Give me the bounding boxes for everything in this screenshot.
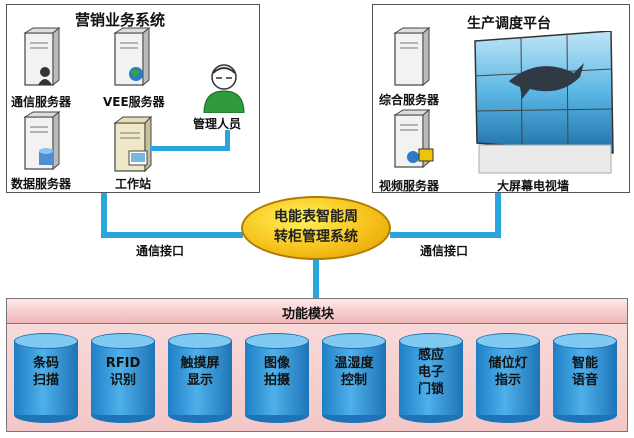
module-temperature-humidity-control: 温湿度控制 xyxy=(322,333,386,423)
central-management-system-label: 电能表智能周 转柜管理系统 xyxy=(241,207,391,247)
bottom-connector xyxy=(313,258,319,300)
vee-server-label: VEE服务器 xyxy=(103,95,165,109)
dispatch-platform-panel: 生产调度平台 综合服务器 视频服务器 大屏幕电视墙 xyxy=(372,4,630,193)
marketing-system-title: 营销业务系统 xyxy=(75,11,166,29)
video-server-label: 视频服务器 xyxy=(379,179,440,193)
workstation-icon xyxy=(113,115,153,173)
workstation-manager-link xyxy=(150,146,230,151)
marketing-system-panel: 营销业务系统 通信服务器 VEE服务器 管理人员 数据服务器 xyxy=(6,4,260,193)
dispatch-platform-title: 生产调度平台 xyxy=(467,16,551,32)
central-management-system-node xyxy=(241,196,391,260)
video-server-icon xyxy=(393,109,434,169)
function-modules-header xyxy=(6,298,628,324)
function-modules-title: 功能模块 xyxy=(282,307,335,322)
vee-server-icon xyxy=(113,27,151,87)
data-server-label: 数据服务器 xyxy=(11,177,72,191)
module-smart-voice: 智能语音 xyxy=(553,333,617,423)
right-interface-label: 通信接口 xyxy=(420,244,469,258)
central-label-line-1: 电能表智能周 xyxy=(274,209,358,225)
left-vertical-connector xyxy=(101,191,107,238)
module-touchscreen-display: 触摸屏显示 xyxy=(168,333,232,423)
module-electronic-door-lock: 感应电子门锁 xyxy=(399,333,463,423)
manager-person-icon xyxy=(203,64,245,113)
left-horizontal-connector xyxy=(101,232,243,238)
comm-server-label: 通信服务器 xyxy=(11,95,72,109)
manager-label: 管理人员 xyxy=(193,117,242,131)
module-barcode-scan: 条码扫描 xyxy=(14,333,78,423)
data-server-icon xyxy=(23,111,61,171)
right-horizontal-connector xyxy=(390,232,501,238)
video-wall-icon xyxy=(474,31,614,174)
workstation-label: 工作站 xyxy=(115,177,152,191)
right-vertical-connector xyxy=(495,191,501,238)
central-label-line-2: 转柜管理系统 xyxy=(274,229,358,245)
module-image-capture: 图像拍摄 xyxy=(245,333,309,423)
general-server-icon xyxy=(393,27,431,87)
video-wall-label: 大屏幕电视墙 xyxy=(497,179,570,193)
left-interface-label: 通信接口 xyxy=(136,244,185,258)
module-storage-light-indicator: 储位灯指示 xyxy=(476,333,540,423)
manager-link-vertical xyxy=(225,130,230,151)
general-server-label: 综合服务器 xyxy=(379,93,440,107)
comm-server-icon xyxy=(23,27,61,87)
